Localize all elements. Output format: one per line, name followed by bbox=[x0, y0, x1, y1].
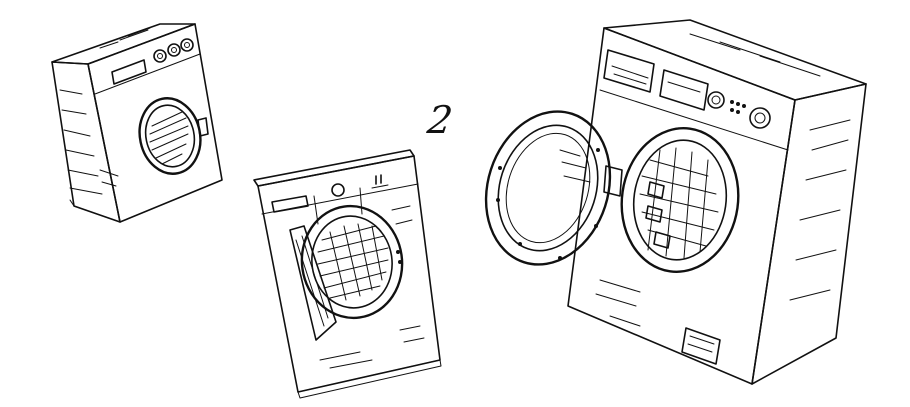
washer-front-open-door bbox=[253, 149, 442, 399]
washer-large-open-door bbox=[484, 19, 867, 385]
washer-small-closed bbox=[51, 23, 223, 223]
